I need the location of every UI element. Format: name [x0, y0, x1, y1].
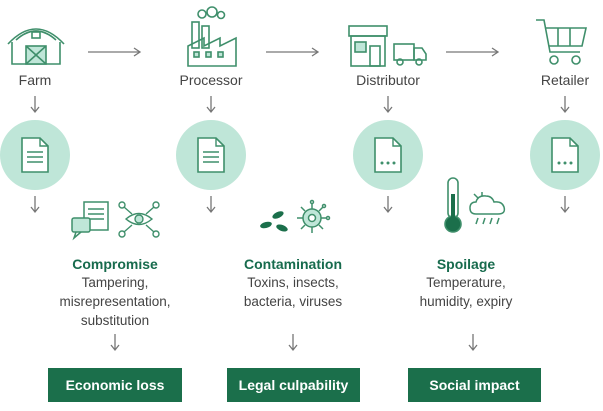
risk-title-compromise: Compromise	[72, 256, 158, 272]
risk-desc-line: substitution	[80, 313, 150, 328]
impact-legal-culpability: Legal culpability	[227, 368, 360, 402]
risk-desc-line: Temperature,	[426, 275, 506, 290]
germ-icon	[297, 199, 331, 233]
stage-label-processor: Processor	[179, 72, 243, 88]
risk-desc-line: Toxins, insects,	[247, 275, 339, 290]
flow-arrow-farm-processor	[88, 47, 142, 57]
down-arrow-farm-2	[30, 196, 40, 214]
shopping-cart-icon	[536, 19, 587, 65]
document-icon	[21, 137, 49, 173]
risk-desc-contamination: Toxins, insects, bacteria, viruses	[213, 273, 373, 311]
down-arrow-processor-1	[206, 96, 216, 114]
down-arrow-retailer-2	[560, 196, 570, 214]
down-arrow-processor-2	[206, 196, 216, 214]
stage-label-retailer: Retailer	[540, 72, 590, 88]
network-eye-icon	[118, 201, 160, 238]
risk-title-contamination: Contamination	[244, 256, 342, 272]
flow-arrow-distributor-retailer	[446, 47, 500, 57]
document-icon	[374, 137, 402, 173]
document-icon	[551, 137, 579, 173]
down-arrow-farm-1	[30, 96, 40, 114]
down-arrow-distributor-2	[383, 196, 393, 214]
risk-desc-line: Tampering,	[81, 275, 149, 290]
barn-icon	[7, 28, 65, 65]
risk-desc-spoilage: Temperature, humidity, expiry	[386, 273, 546, 311]
impact-social-impact: Social impact	[408, 368, 541, 402]
down-arrow-distributor-1	[383, 96, 393, 114]
risk-desc-line: bacteria, viruses	[243, 294, 343, 309]
document-icon	[197, 137, 225, 173]
stage-label-farm: Farm	[18, 72, 52, 88]
down-arrow-impact-3	[468, 334, 478, 352]
impact-economic-loss: Economic loss	[48, 368, 182, 402]
risk-desc-line: misrepresentation,	[59, 294, 171, 309]
thermometer-icon	[444, 177, 462, 233]
documents-icon	[71, 201, 109, 241]
leaves-icon	[260, 211, 288, 232]
flow-arrow-processor-distributor	[266, 47, 320, 57]
stage-label-distributor: Distributor	[356, 72, 420, 88]
down-arrow-retailer-1	[560, 96, 570, 114]
store-truck-icon	[348, 25, 427, 67]
risk-desc-compromise: Tampering, misrepresentation, substituti…	[35, 273, 195, 330]
risk-title-spoilage: Spoilage	[436, 256, 496, 272]
factory-icon	[187, 6, 237, 67]
cloud-rain-icon	[469, 192, 506, 225]
down-arrow-impact-1	[110, 334, 120, 352]
risk-desc-line: humidity, expiry	[419, 294, 513, 309]
down-arrow-impact-2	[288, 334, 298, 352]
